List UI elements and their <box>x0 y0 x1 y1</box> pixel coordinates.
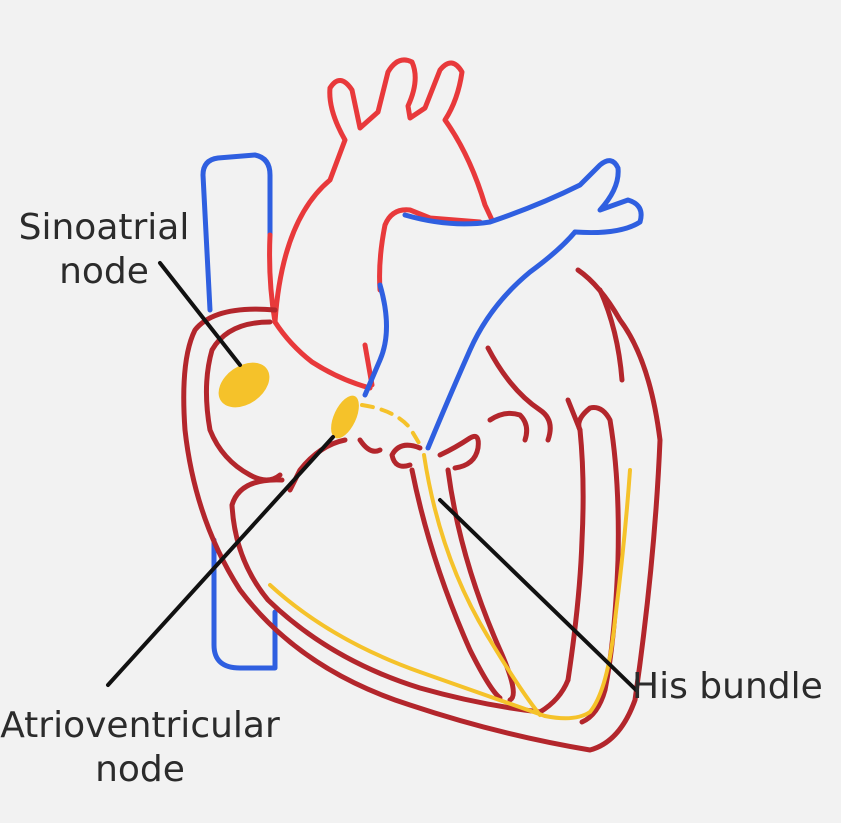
leader-line-his-bundle <box>438 498 638 692</box>
aorta <box>267 57 495 391</box>
pulmonary-artery <box>362 158 644 451</box>
conduction-pathway <box>268 403 632 721</box>
leader-lines <box>106 261 638 692</box>
atrioventricular-node <box>331 395 359 439</box>
atrioventricular-node-label: Atrioventricular node <box>0 704 280 792</box>
leader-line-atrioventricular <box>106 435 335 687</box>
sinoatrial-label-line1: Sinoatrial <box>18 207 190 248</box>
heart-walls <box>181 267 663 753</box>
vena-cava <box>200 152 278 671</box>
sinoatrial-node <box>218 362 270 408</box>
atrioventricular-label-line2: node <box>95 749 185 790</box>
sinoatrial-label-line2: node <box>59 251 149 292</box>
his-bundle-label: His bundle <box>632 666 823 707</box>
atrioventricular-label-line1: Atrioventricular <box>0 705 280 746</box>
sinoatrial-node-label: Sinoatrial node <box>10 206 198 294</box>
leader-line-sinoatrial <box>158 261 242 367</box>
